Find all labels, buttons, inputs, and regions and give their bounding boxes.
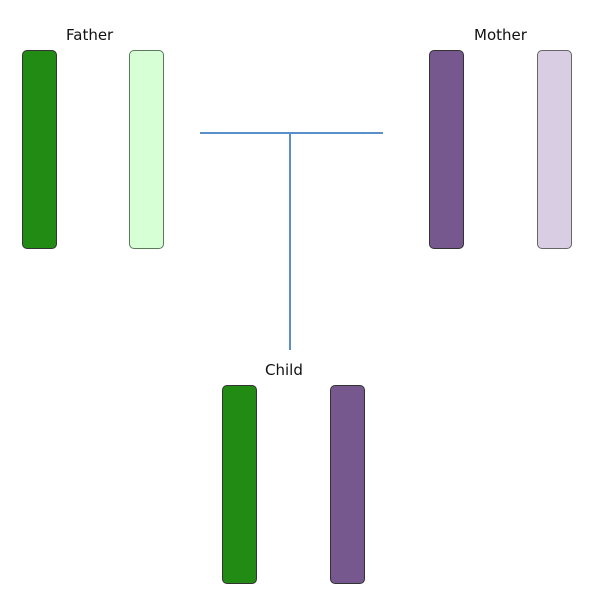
mother-chromosome-light [537,50,572,249]
father-chromosome-light [129,50,164,249]
descent-line [289,132,291,350]
child-chromosome-paternal [222,385,257,584]
child-chromosome-maternal [330,385,365,584]
father-chromosome-dark [22,50,57,249]
mother-chromosome-dark [429,50,464,249]
child-label: Child [265,361,303,379]
mother-label: Mother [474,26,527,44]
father-label: Father [66,26,114,44]
parents-connector-line [200,132,383,134]
